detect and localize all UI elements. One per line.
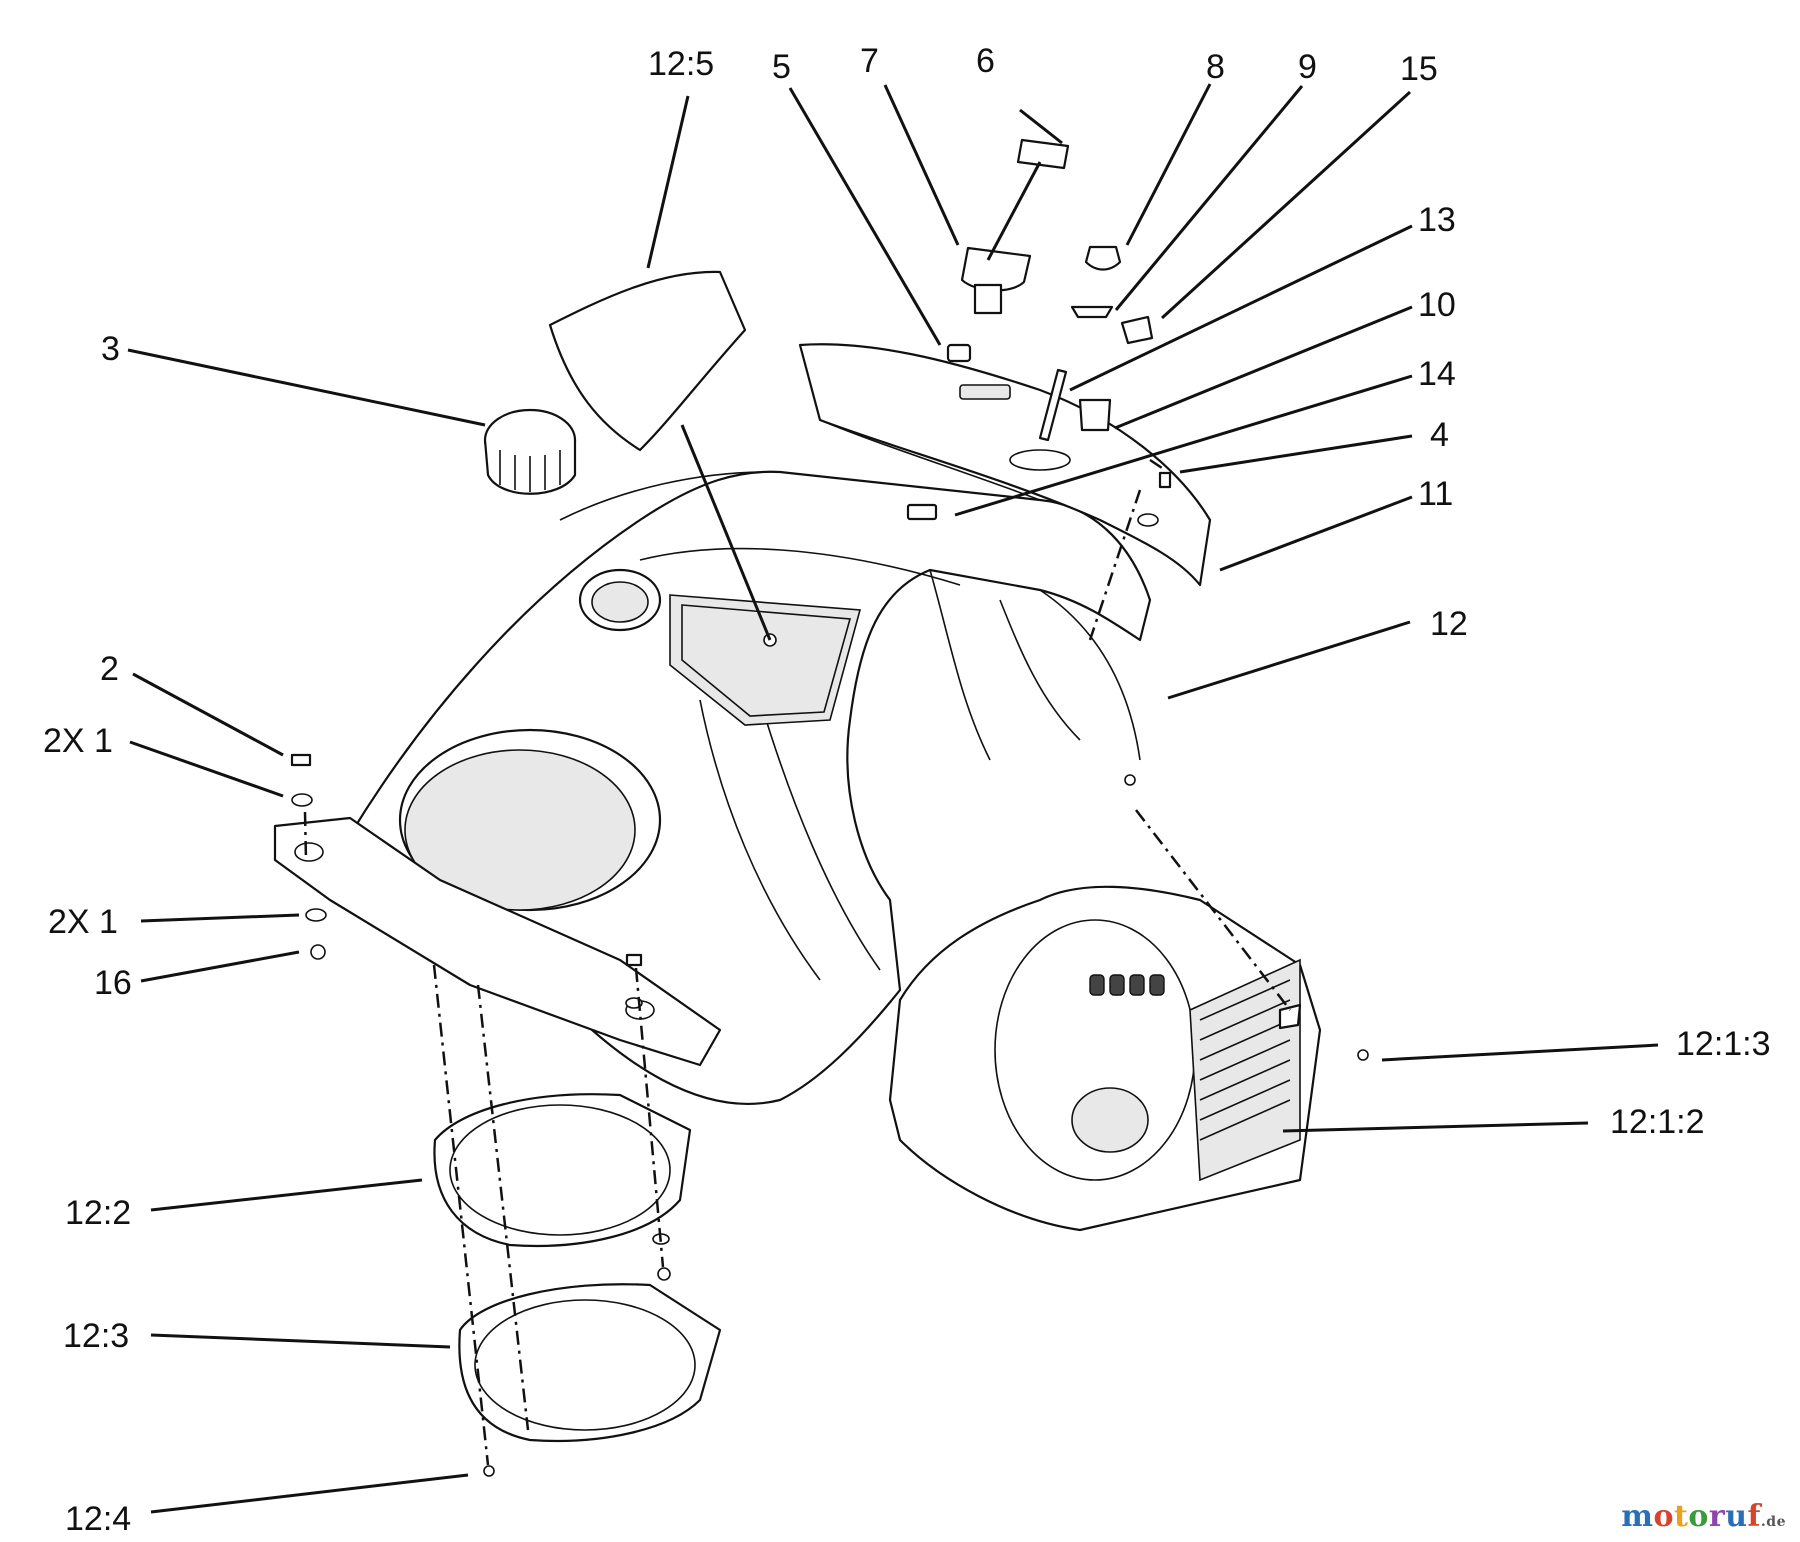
watermark-letter: f [1747,1499,1761,1534]
callout-2x1-bottom: 2X 1 [48,903,118,941]
base-plate [273,816,722,1067]
callout-4: 4 [1430,416,1449,454]
callout-15: 15 [1400,50,1438,88]
callout-3: 3 [101,330,120,368]
callout-12-3: 12:3 [63,1317,129,1355]
gasket-part-12-3 [458,1283,722,1443]
callout-12-1-2: 12:1:2 [1610,1103,1705,1141]
callout-13: 13 [1418,201,1456,239]
washer-part-1-top [291,793,313,807]
decal-part-12-5 [548,270,747,452]
gasket-part-12-2 [433,1093,692,1248]
callout-2: 2 [100,650,119,688]
screw-part-2 [290,753,312,767]
key-knob-part-7 [960,246,1032,315]
right-hardware-stack [625,953,671,1281]
bushing-part-5 [946,343,972,363]
callout-labels: 12:5 5 7 6 8 9 15 13 3 10 14 4 11 12 2 2… [43,42,1771,1538]
primer-part-8 [1084,245,1122,271]
callout-12: 12 [1430,605,1468,643]
screw-part-12-1-3 [1357,1049,1369,1061]
callout-6: 6 [976,42,995,80]
watermark-letter: r [1708,1499,1726,1534]
callout-8: 8 [1206,48,1225,86]
washer-part-1-bottom [305,908,327,922]
watermark-letter: u [1725,1499,1748,1534]
watermark-letter: t [1674,1499,1689,1534]
leader-lines [127,83,1659,1514]
callout-12-1-3: 12:1:3 [1676,1025,1771,1063]
watermark-logo: motoruf.de [1621,1499,1786,1534]
tube-part-13 [1038,368,1068,442]
control-panel-part-11 [798,343,1212,587]
callout-2x1-top: 2X 1 [43,722,113,760]
callout-11: 11 [1418,475,1453,513]
nut-part-16 [310,944,326,960]
screw-part-12-4 [483,1465,495,1477]
switch-part-10 [1078,398,1112,432]
watermark-letter: o [1688,1499,1709,1534]
watermark-letter: o [1653,1499,1675,1534]
callout-5: 5 [772,48,791,86]
primer-bulb-part-6 [1016,138,1070,170]
callout-16: 16 [94,964,132,1002]
alignment-lines [303,458,1291,1466]
callout-10: 10 [1418,286,1456,324]
callout-12-4: 12:4 [65,1500,131,1538]
callout-12-5: 12:5 [648,45,714,83]
side-cover-part-12-1-2 [888,885,1322,1232]
nut-part-9 [1070,305,1114,319]
watermark-letter: m [1621,1499,1654,1534]
callout-14: 14 [1418,355,1456,393]
fuel-cap-part-3 [483,408,577,495]
screw-part-4 [1158,471,1172,489]
clip-part-14 [906,503,938,521]
callout-9: 9 [1298,48,1317,86]
callout-12-2: 12:2 [65,1194,131,1232]
key-part-15 [1120,315,1154,345]
watermark-suffix: .de [1760,1514,1786,1530]
callout-7: 7 [860,42,879,80]
